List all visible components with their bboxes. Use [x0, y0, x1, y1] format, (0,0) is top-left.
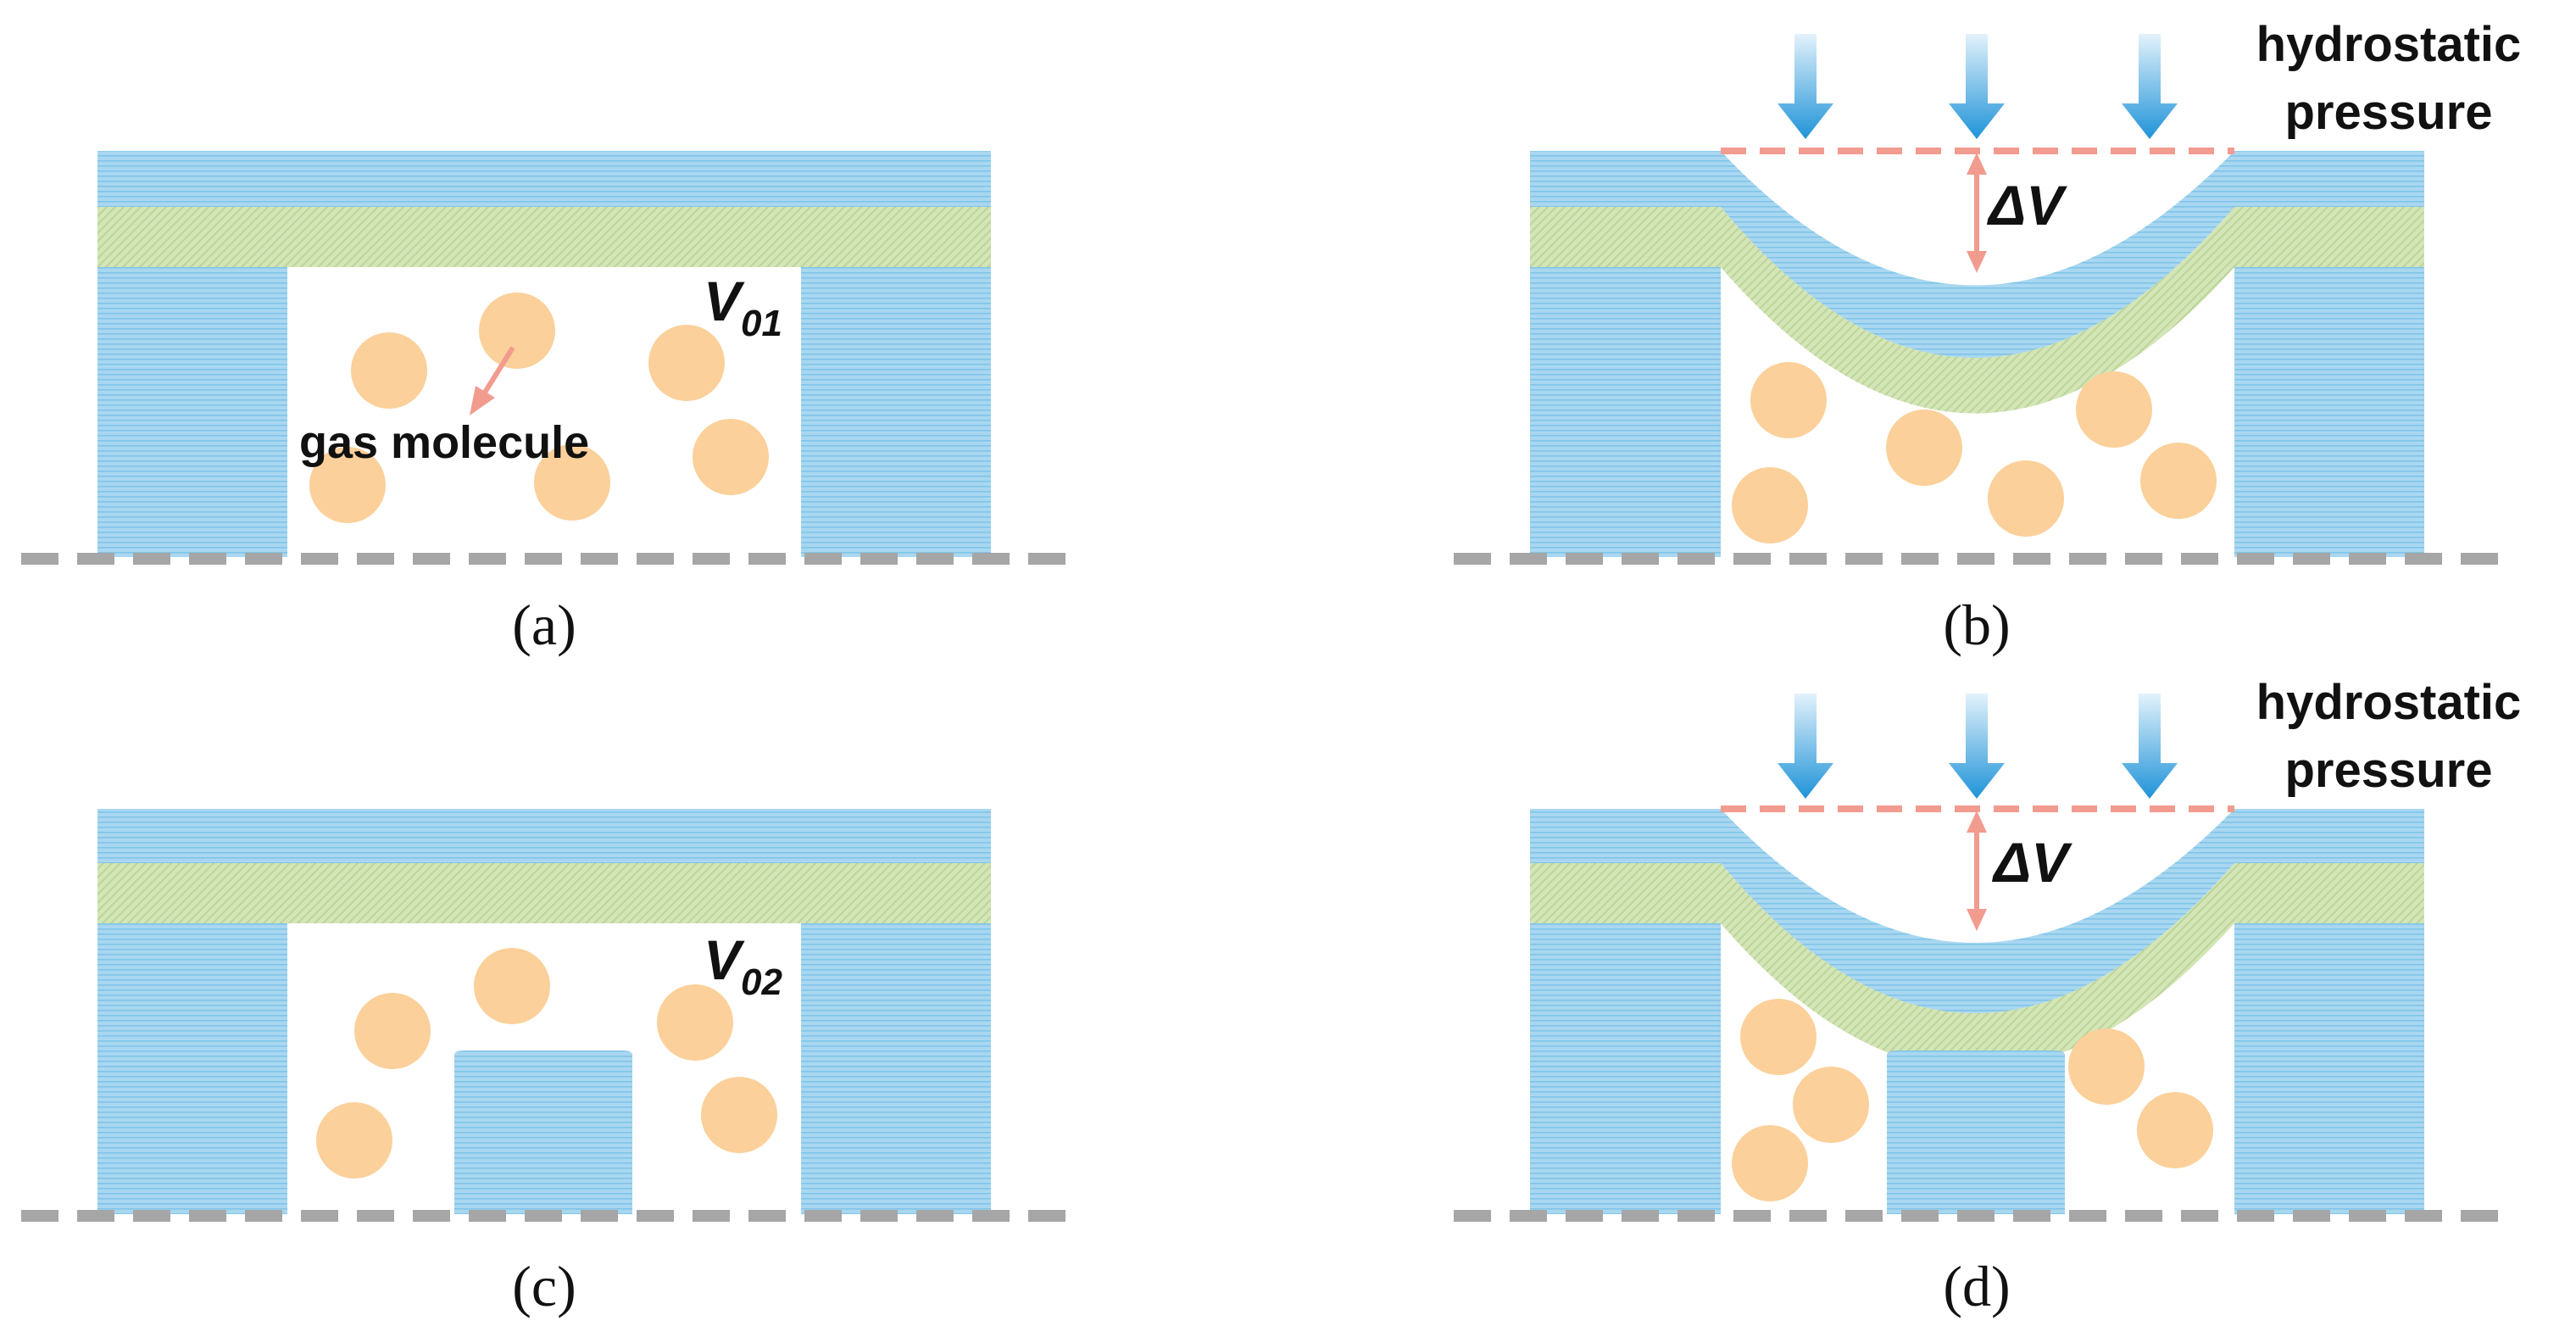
left-pillar	[97, 267, 287, 557]
panel-a: gas molecule V01 (a)	[21, 151, 1068, 657]
top-blue-layer	[97, 151, 991, 207]
gas-molecule	[1750, 362, 1827, 438]
gas-molecule	[1793, 1067, 1869, 1143]
gas-molecule	[1740, 999, 1817, 1075]
panel-b: ΔV hydrostatic pressure (b)	[1454, 17, 2521, 657]
hydrostatic-pressure-label-line1: hydrostatic	[2256, 675, 2522, 730]
gas-molecule	[1886, 410, 1962, 486]
gas-molecule	[2068, 1028, 2145, 1105]
left-pillar	[97, 923, 287, 1214]
volume-label-v01: V01	[704, 270, 782, 344]
top-blue-layer	[1530, 809, 2424, 1013]
gas-molecule	[2076, 371, 2152, 448]
gas-molecules	[309, 293, 769, 523]
gas-molecule	[354, 993, 431, 1069]
down-arrow-icon	[1949, 34, 2005, 139]
gas-molecule	[534, 444, 610, 521]
top-blue-layer	[1530, 151, 2424, 358]
gas-molecule	[648, 325, 725, 401]
gas-molecule	[474, 948, 550, 1024]
gas-molecule-pointer	[470, 346, 515, 415]
gas-molecule-label: gas molecule	[299, 417, 589, 468]
delta-v-label: ΔV	[1991, 831, 2072, 894]
delta-v-label: ΔV	[1986, 174, 2067, 237]
green-layer	[97, 863, 991, 923]
caption-b: (b)	[1943, 593, 2010, 657]
hydrostatic-pressure-arrows	[1778, 34, 2178, 139]
hydrostatic-pressure-label-line1: hydrostatic	[2256, 17, 2522, 72]
right-pillar	[2234, 923, 2424, 1214]
down-arrow-icon	[1778, 694, 1833, 799]
right-pillar	[801, 267, 991, 557]
panel-d: ΔV hydrostatic pressure (d)	[1454, 675, 2521, 1318]
gas-molecule	[1732, 1125, 1808, 1201]
gas-molecule	[2137, 1092, 2213, 1168]
gas-molecule	[2140, 443, 2217, 519]
green-layer	[97, 207, 991, 267]
gas-molecule	[351, 332, 427, 409]
gas-molecules	[316, 948, 777, 1179]
left-pillar	[1530, 267, 1721, 557]
caption-d: (d)	[1943, 1254, 2010, 1318]
gas-molecule	[657, 984, 733, 1061]
gas-molecule	[1988, 460, 2064, 537]
double-headed-arrow-icon	[1967, 811, 1987, 931]
double-headed-arrow-icon	[1967, 153, 1987, 273]
down-arrow-icon	[2122, 34, 2178, 139]
panel-c: V02 (c)	[21, 809, 1068, 1318]
volume-label-v02: V02	[704, 928, 783, 1003]
gas-molecule	[1732, 467, 1808, 543]
down-arrow-icon	[2122, 694, 2178, 799]
top-blue-layer	[97, 809, 991, 863]
hydrostatic-pressure-label-line2: pressure	[2284, 85, 2492, 140]
gas-molecule	[316, 1102, 392, 1179]
down-arrow-icon	[1778, 34, 1833, 139]
gas-molecule	[309, 447, 386, 523]
gas-molecule	[479, 293, 555, 369]
caption-c: (c)	[512, 1254, 576, 1318]
caption-a: (a)	[512, 593, 576, 657]
right-pillar	[801, 923, 991, 1214]
right-pillar	[2234, 267, 2424, 557]
gas-molecules	[1732, 999, 2213, 1201]
down-arrow-icon	[1949, 694, 2005, 799]
hydrostatic-pressure-label-line2: pressure	[2284, 743, 2492, 798]
green-layer	[1530, 863, 2424, 1070]
hydrostatic-pressure-arrows	[1778, 694, 2178, 799]
gas-molecules	[1732, 362, 2217, 543]
center-post	[1887, 1051, 2065, 1214]
gas-molecule	[693, 419, 769, 495]
green-layer	[1530, 207, 2424, 414]
center-post	[454, 1051, 632, 1214]
left-pillar	[1530, 923, 1721, 1214]
gas-molecule	[701, 1077, 777, 1153]
